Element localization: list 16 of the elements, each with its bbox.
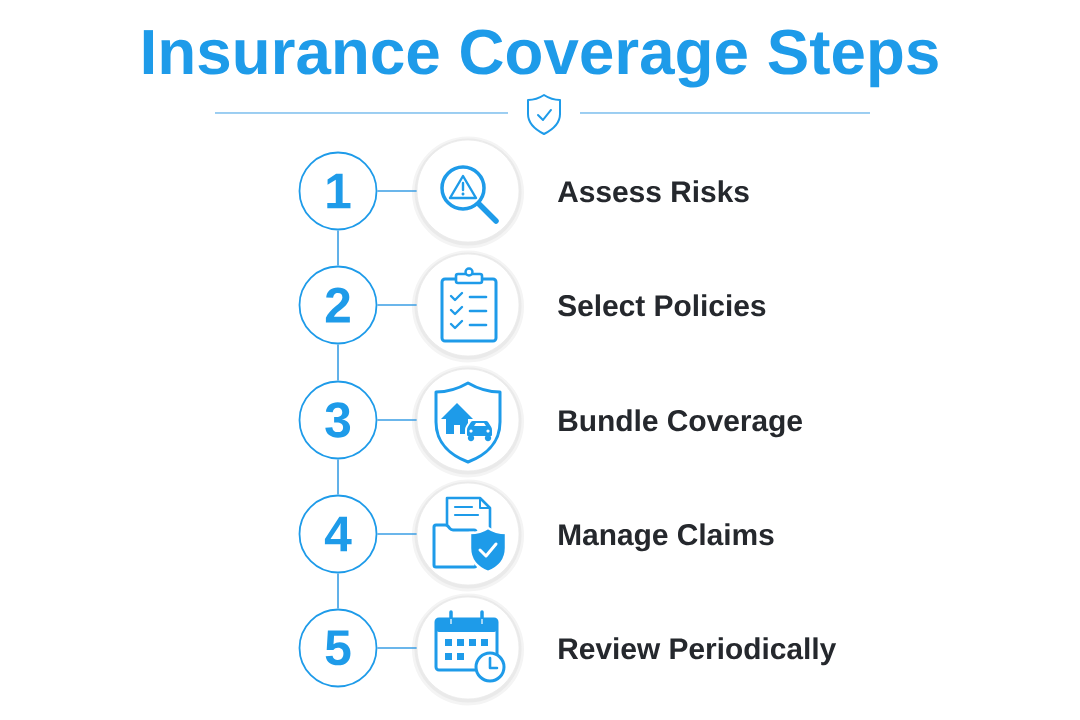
step-label: Review Periodically (559, 637, 837, 666)
step-label: Assess Risks (557, 180, 749, 203)
connector-line (376, 419, 418, 421)
connector-line (337, 343, 339, 382)
step-label: Bundle Coverage (559, 409, 802, 438)
icon-circle (412, 136, 524, 249)
connector-line (376, 190, 418, 192)
step-label: Select Policies (558, 294, 766, 317)
connector-line (376, 647, 418, 649)
connector-line (376, 533, 418, 535)
title: Insurance Coverage Steps (143, 29, 938, 88)
connector-line (337, 572, 339, 610)
connector-line (337, 458, 339, 496)
connector-line (376, 304, 418, 306)
step-label: Manage Claims (559, 523, 774, 552)
connector-line (337, 229, 339, 267)
